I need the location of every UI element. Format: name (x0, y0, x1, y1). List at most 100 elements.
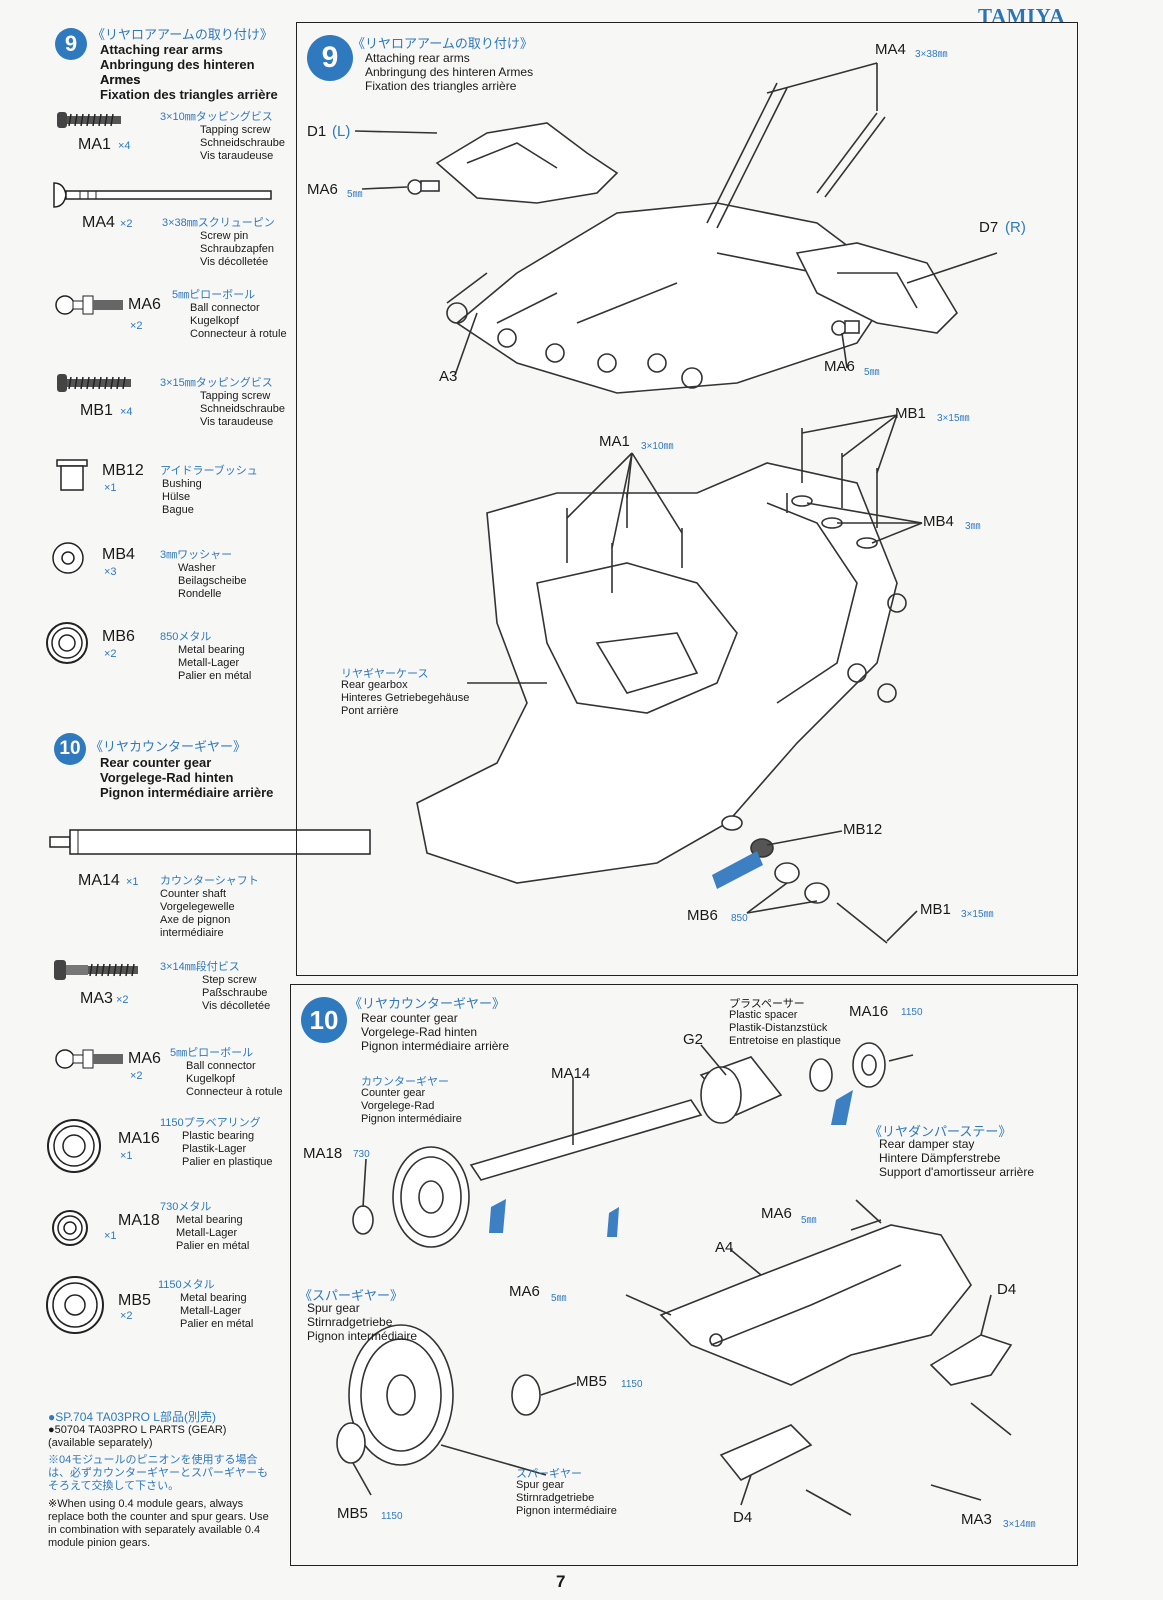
part-jp: 3×14㎜段付ビス (160, 961, 240, 973)
step-title-jp: 《リヤカウンターギヤー》 (90, 739, 247, 754)
label-mb1: MB1 (895, 405, 926, 422)
spacer-jp: プラスペーサー (729, 998, 805, 1010)
tapping-screw-icon (57, 374, 131, 392)
part-desc: Metal bearing Metall-Lager Palier en mét… (180, 1292, 254, 1330)
part-qty: ×2 (120, 218, 133, 230)
part-jp: 1150メタル (158, 1279, 215, 1291)
label-d4: D4 (997, 1281, 1017, 1298)
part-jp: 850メタル (160, 631, 212, 643)
label-d1-side: (L) (332, 123, 351, 140)
label-ma6: MA6 (307, 181, 338, 198)
plastic-bearing-icon (47, 1119, 101, 1173)
label-mb6: MB6 (687, 907, 718, 924)
part-qty: ×2 (116, 994, 129, 1006)
part-code: MA18 (118, 1212, 160, 1229)
label-ma6: MA6 (824, 358, 855, 375)
label-mb1: MB1 (920, 901, 951, 918)
part-desc: Tapping screw Schneidschraube Vis taraud… (200, 390, 286, 428)
screw-pin-icon (53, 182, 272, 208)
part-code: MB1 (80, 402, 113, 419)
label-mb5-size: 1150 (621, 1379, 643, 1390)
tapping-screw-icon (57, 112, 121, 128)
part-jp: 3×10㎜タッピングビス (160, 111, 273, 123)
part-code: MA16 (118, 1130, 160, 1147)
part-desc: Plastic bearing Plastik-Lager Palier en … (182, 1130, 273, 1168)
label-ma1-size: 3×10㎜ (641, 441, 674, 452)
label-d1: D1 (307, 123, 327, 140)
part-jp: カウンターシャフト (160, 875, 259, 887)
counter-gear-label: Counter gear Vorgelege-Rad Pignon interm… (361, 1087, 462, 1125)
part-desc: Metal bearing Metall-Lager Palier en mét… (176, 1214, 250, 1252)
gearbox-jp: リヤギヤーケース (341, 668, 429, 680)
label-mb1-size: 3×15㎜ (937, 413, 970, 424)
part-jp: アイドラーブッシュ (160, 465, 258, 477)
label-ma6-size: 5㎜ (801, 1215, 817, 1226)
part-jp: 3×38㎜スクリューピン (162, 217, 275, 229)
part-qty: ×1 (104, 1230, 117, 1242)
label-ma4-size: 3×38㎜ (915, 49, 948, 60)
label-d4: D4 (733, 1509, 753, 1526)
label-mb5: MB5 (337, 1505, 368, 1522)
step-number: 9 (307, 35, 353, 81)
part-code: MB6 (102, 628, 135, 645)
step-title: Rear counter gear Vorgelege-Rad hinten P… (361, 1011, 510, 1053)
label-ma18: MA18 (303, 1145, 343, 1162)
label-ma1: MA1 (599, 433, 630, 450)
part-qty: ×4 (118, 140, 131, 152)
part-code: MB5 (118, 1292, 151, 1309)
part-jp: 3×15㎜タッピングビス (160, 377, 273, 389)
label-ma14: MA14 (551, 1065, 591, 1082)
counter-shaft-icon (49, 829, 371, 855)
step-number: 10 (54, 733, 86, 765)
part-jp: 1150プラベアリング (160, 1117, 261, 1129)
part-qty: ×4 (120, 406, 133, 418)
part-code: MB12 (102, 462, 144, 479)
step-9-panel: 9 《リヤロアアームの取り付け》 Attaching rear arms Anb… (296, 22, 1078, 976)
part-qty: ×2 (130, 1070, 143, 1082)
label-ma6-size: 5㎜ (551, 1293, 567, 1304)
label-ma16-size: 1150 (901, 1007, 923, 1018)
label-ma3-size: 3×14㎜ (1003, 1519, 1036, 1530)
part-qty: ×2 (104, 648, 117, 660)
label-ma3: MA3 (961, 1511, 992, 1528)
part-desc: Step screw Paßschraube Vis décolletée (202, 974, 271, 1012)
part-code: MA3 (80, 990, 113, 1007)
part-jp: 3㎜ワッシャー (160, 549, 233, 561)
step-screw-icon (54, 960, 138, 980)
optional-parts-title: ●SP.704 TA03PRO L部品(別売) (48, 1410, 216, 1424)
step-title-jp: 《リヤロアアームの取り付け》 (352, 36, 533, 51)
bushing-icon (56, 459, 88, 491)
label-ma4: MA4 (875, 41, 906, 58)
part-desc: Bushing Hülse Bague (162, 478, 202, 516)
part-jp: 5㎜ピローボール (170, 1047, 254, 1059)
spur-gear-jp: スパーギヤー (516, 1468, 582, 1480)
label-a4: A4 (715, 1239, 734, 1256)
part-jp: 5㎜ピローボール (172, 289, 256, 301)
part-qty: ×1 (104, 482, 117, 494)
step-number: 9 (55, 28, 87, 60)
part-code: MA6 (128, 296, 161, 313)
metal-bearing-icon (46, 622, 88, 664)
part-qty: ×3 (104, 566, 117, 578)
step-10-diagram (336, 1042, 1013, 1516)
washer-icon (52, 542, 84, 574)
damper-stay-jp: 《リヤダンパーステー》 (869, 1124, 1012, 1139)
label-mb6-size: 850 (731, 913, 748, 924)
step-9-diagram (354, 62, 998, 944)
step-title-jp: 《リヤカウンターギヤー》 (349, 996, 506, 1011)
part-desc: Tapping screw Schneidschraube Vis taraud… (200, 124, 286, 162)
step-title-fr: Fixation des triangles arrière (100, 87, 278, 102)
step-title-fr-1: Armes (100, 72, 141, 87)
label-ma18-size: 730 (353, 1149, 370, 1160)
sidebar: 9 《リヤロアアームの取り付け》 Attaching rear arms Anb… (0, 0, 371, 1600)
label-mb4: MB4 (923, 513, 954, 530)
label-g2: G2 (683, 1031, 704, 1048)
brand-logo: TAMIYA (978, 4, 1066, 28)
part-code: MA14 (78, 872, 120, 889)
step-10-panel: 10 《リヤカウンターギヤー》 Rear counter gear Vorgel… (290, 984, 1078, 1566)
part-jp: 730メタル (160, 1201, 212, 1213)
label-d7: D7 (979, 219, 999, 236)
spur-gear-jp: 《スパーギヤー》 (299, 1288, 404, 1303)
counter-gear-jp: カウンターギヤー (361, 1076, 449, 1088)
part-code: MA1 (78, 136, 111, 153)
